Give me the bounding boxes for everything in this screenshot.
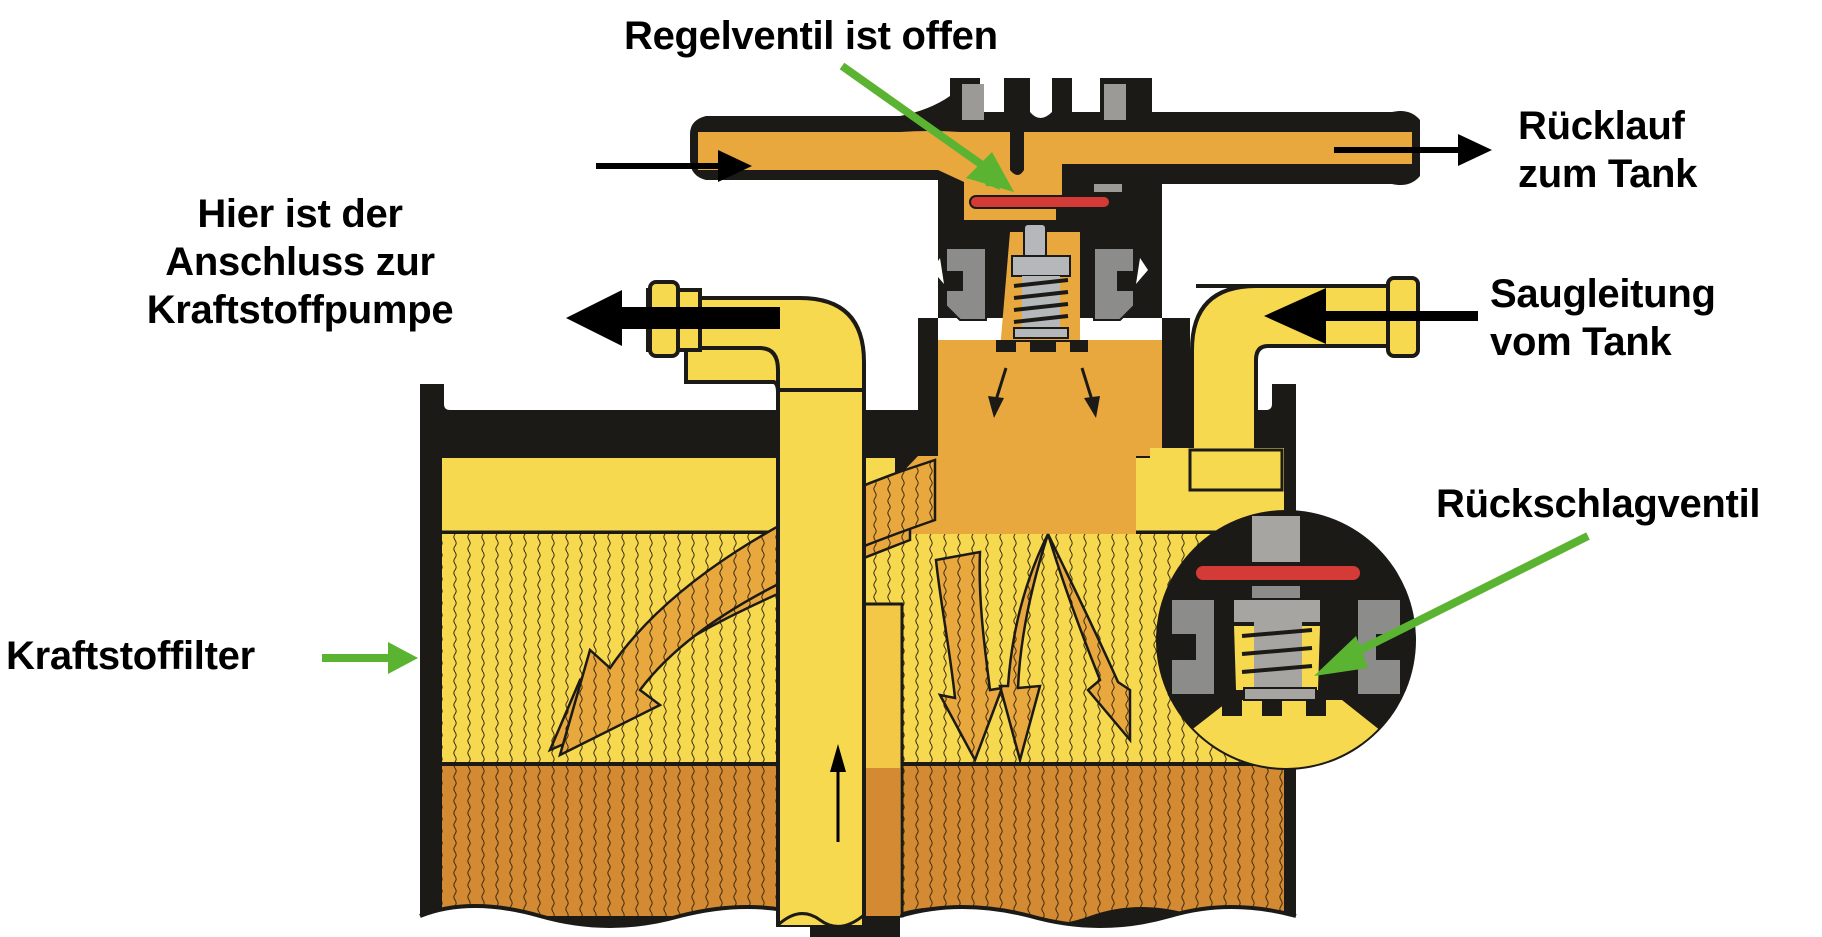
label-check-valve: Rückschlagventil xyxy=(1436,482,1761,526)
label-pump-connection-1: Hier ist der xyxy=(197,192,403,236)
clamp-left xyxy=(945,247,987,321)
pointer-control-valve xyxy=(839,62,1014,192)
flow-up-arrowhead xyxy=(830,744,846,772)
check-valve-disc xyxy=(1196,566,1360,580)
valve-stem xyxy=(1023,223,1047,259)
label-suction-line: Saugleitung vom Tank xyxy=(1490,270,1716,366)
label-pump-connection-3: Kraftstoffpumpe xyxy=(146,288,454,332)
regulator-valve-disc xyxy=(969,195,1111,209)
regulator-body xyxy=(895,318,1190,534)
flow-arrow-inlet xyxy=(596,150,752,182)
clamp-right xyxy=(1093,247,1135,321)
label-suction-line-2: vom Tank xyxy=(1490,320,1672,364)
flow-arrow-suction xyxy=(1264,288,1478,344)
label-pump-connection-2: Anschluss zur xyxy=(165,240,435,284)
check-valve-detail xyxy=(1156,510,1416,770)
pointer-fuel-filter xyxy=(322,642,418,674)
valve-spring xyxy=(1013,278,1069,324)
regulator-t-piece xyxy=(690,78,1420,418)
pointer-check-valve xyxy=(1314,532,1590,676)
label-return-line-2: zum Tank xyxy=(1518,152,1698,196)
label-pump-connection: Hier ist der Anschluss zur Kraftstoffpum… xyxy=(110,190,490,334)
flow-arrow-to-pump xyxy=(566,290,780,346)
label-control-valve: Regelventil ist offen xyxy=(624,14,998,58)
center-tube-to-pump xyxy=(646,280,904,928)
flow-arrow-return xyxy=(1334,134,1492,166)
cap-left xyxy=(962,84,984,120)
label-return-line-1: Rücklauf xyxy=(1518,104,1685,148)
cap-right xyxy=(1104,84,1126,120)
label-fuel-filter: Kraftstoffilter xyxy=(6,634,255,678)
label-suction-line-1: Saugleitung xyxy=(1490,272,1716,316)
label-return-line: Rücklauf zum Tank xyxy=(1518,102,1697,198)
flow-arrows-down xyxy=(988,367,1100,418)
